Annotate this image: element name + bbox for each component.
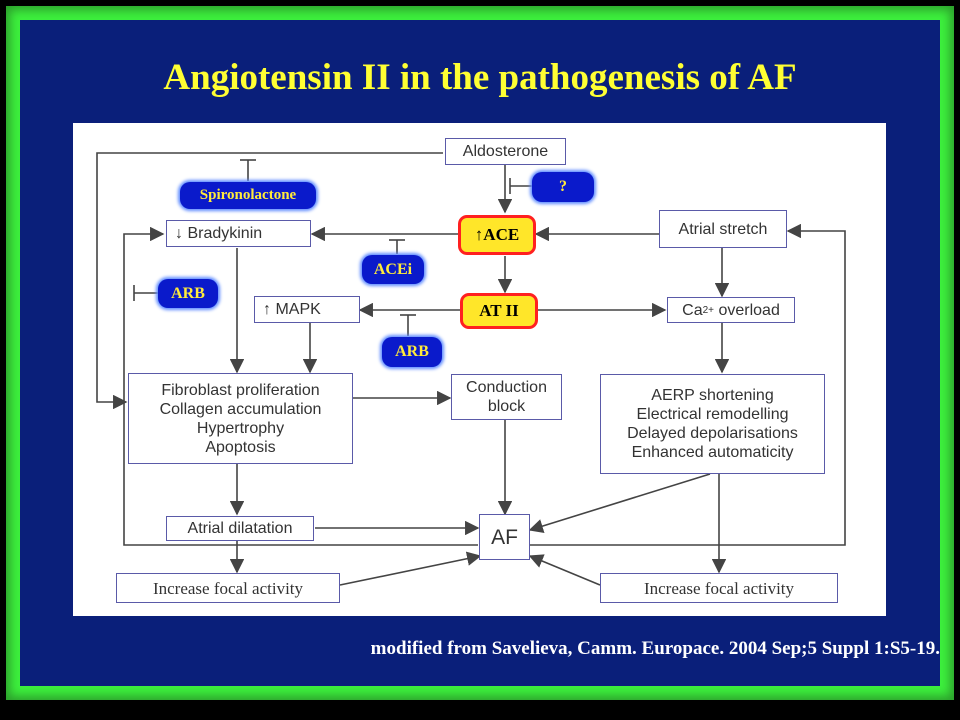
arrow-aerp-af xyxy=(528,473,711,534)
aerp-line-1: AERP shortening xyxy=(651,387,774,404)
citation-text: modified from Savelieva, Camm. Europace.… xyxy=(370,638,940,659)
conduction-block-box: Conduction block xyxy=(451,374,562,420)
focal-activity-left-box: Increase focal activity xyxy=(116,573,340,603)
mapk-box: ↑ MAPK xyxy=(254,296,360,323)
aerp-line-4: Enhanced automaticity xyxy=(631,444,794,461)
ace-node: ↑ACE xyxy=(458,215,536,255)
fibroblast-box: Fibroblast proliferation Collagen accumu… xyxy=(128,373,353,464)
af-box: AF xyxy=(479,514,530,560)
conduction-line-2: block xyxy=(487,398,526,415)
arrow-focal-right-af xyxy=(528,554,601,586)
ca-superscript: 2+ xyxy=(702,304,715,316)
atrial-dilatation-box: Atrial dilatation xyxy=(166,516,314,541)
spironolactone-pill: Spironolactone xyxy=(180,182,316,209)
arrow-af-feedback-left xyxy=(123,226,478,546)
at2-node: AT II xyxy=(460,293,538,329)
focal-activity-right-box: Increase focal activity xyxy=(600,573,838,603)
slide-title: Angiotensin II in the pathogenesis of AF xyxy=(163,57,797,98)
fibro-line-1: Fibroblast proliferation xyxy=(161,381,320,399)
fibro-line-4: Apoptosis xyxy=(205,438,276,456)
unknown-inhibitor-pill: ? xyxy=(532,172,594,202)
aerp-box: AERP shortening Electrical remodelling D… xyxy=(600,374,825,474)
aerp-line-2: Electrical remodelling xyxy=(636,406,789,423)
atrial-stretch-box: Atrial stretch xyxy=(659,210,787,248)
fibro-line-3: Hypertrophy xyxy=(196,419,285,437)
arrow-af-feedback-right xyxy=(530,223,846,546)
arb-left-pill: ARB xyxy=(158,279,218,308)
acei-pill: ACEi xyxy=(362,255,424,284)
ca-label: Ca xyxy=(682,301,703,319)
aerp-line-3: Delayed depolarisations xyxy=(627,425,798,442)
arb-center-pill: ARB xyxy=(382,337,442,367)
aldosterone-box: Aldosterone xyxy=(445,138,566,165)
conduction-line-1: Conduction xyxy=(466,379,547,396)
ca-overload-label: overload xyxy=(714,301,780,319)
bradykinin-box: ↓ Bradykinin xyxy=(166,220,311,247)
arrow-aldosterone-fibro xyxy=(96,152,443,410)
arrow-focal-left-af xyxy=(339,551,482,586)
fibro-line-2: Collagen accumulation xyxy=(159,400,322,418)
